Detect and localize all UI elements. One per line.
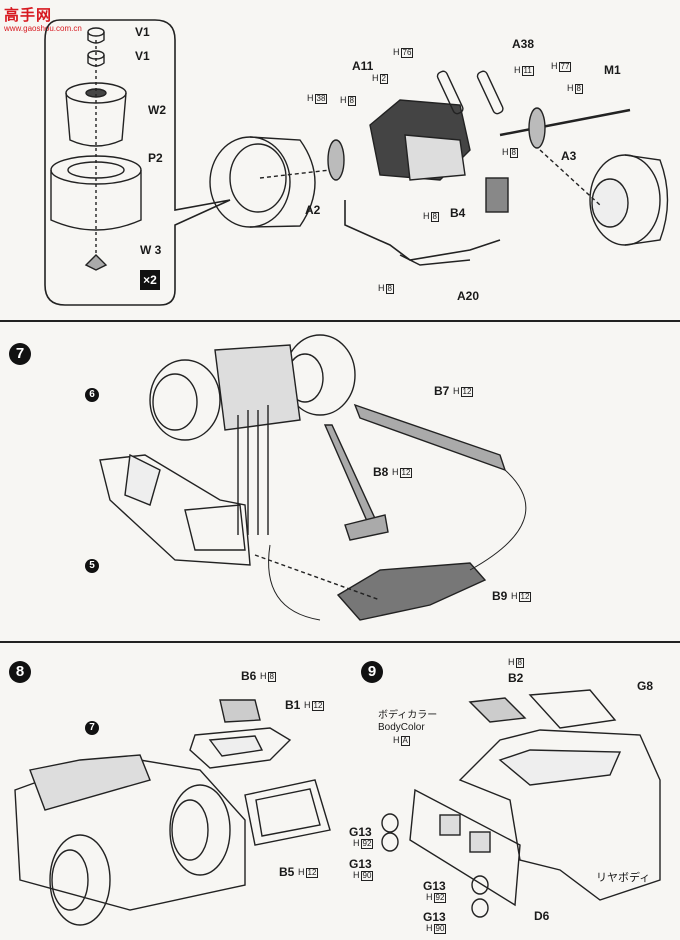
part-label-v1: V1 bbox=[135, 49, 150, 63]
part-label-m1: M1 bbox=[604, 63, 621, 77]
part-label-b7: B7 bbox=[434, 384, 450, 398]
part-label-g13: G13 bbox=[423, 879, 446, 893]
section-divider bbox=[0, 641, 680, 643]
part-label-a20: A20 bbox=[457, 289, 480, 303]
part-label-g13: G13 bbox=[349, 857, 372, 871]
part-label-w2: W2 bbox=[148, 103, 166, 117]
part-label-d6: D6 bbox=[534, 909, 550, 923]
section-divider bbox=[0, 320, 680, 322]
watermark-url: www.gaoshou.com.cn bbox=[4, 24, 82, 33]
part-label-a2: A2 bbox=[305, 203, 321, 217]
part-label-b1: B1 bbox=[285, 698, 301, 712]
part-label-b8: B8 bbox=[373, 465, 389, 479]
body-color-label-jp: ボディカラー bbox=[378, 710, 438, 721]
step-ref-bubble: 7 bbox=[85, 721, 99, 735]
part-label-b2: B2 bbox=[508, 671, 524, 685]
step-ref-bubble: 6 bbox=[85, 388, 99, 402]
part-label-a11: A11 bbox=[352, 59, 374, 73]
part-label-b4: B4 bbox=[450, 206, 466, 220]
body-color-label-en: BodyColor bbox=[378, 722, 425, 733]
step-number: 8 bbox=[9, 661, 31, 683]
quantity-badge: ×2 bbox=[140, 270, 160, 290]
part-label-b9: B9 bbox=[492, 589, 508, 603]
rear-body-label: リヤボディ bbox=[596, 871, 651, 884]
part-label-v1: V1 bbox=[135, 25, 150, 39]
step-ref-bubble: 5 bbox=[85, 559, 99, 573]
part-label-w3: W 3 bbox=[140, 243, 162, 257]
wheel-detail-callout bbox=[44, 19, 231, 306]
watermark-logo: 高手网 bbox=[4, 7, 53, 24]
part-label-a3: A3 bbox=[561, 149, 577, 163]
part-label-a38: A38 bbox=[512, 37, 535, 51]
step-number: 9 bbox=[361, 661, 383, 683]
part-label-b6: B6 bbox=[241, 669, 257, 683]
part-label-g13: G13 bbox=[349, 825, 372, 839]
part-label-b5: B5 bbox=[279, 865, 295, 879]
step-number: 7 bbox=[9, 343, 31, 365]
part-label-g8: G8 bbox=[637, 679, 654, 693]
part-label-p2: P2 bbox=[148, 151, 163, 165]
part-label-g13: G13 bbox=[423, 910, 446, 924]
